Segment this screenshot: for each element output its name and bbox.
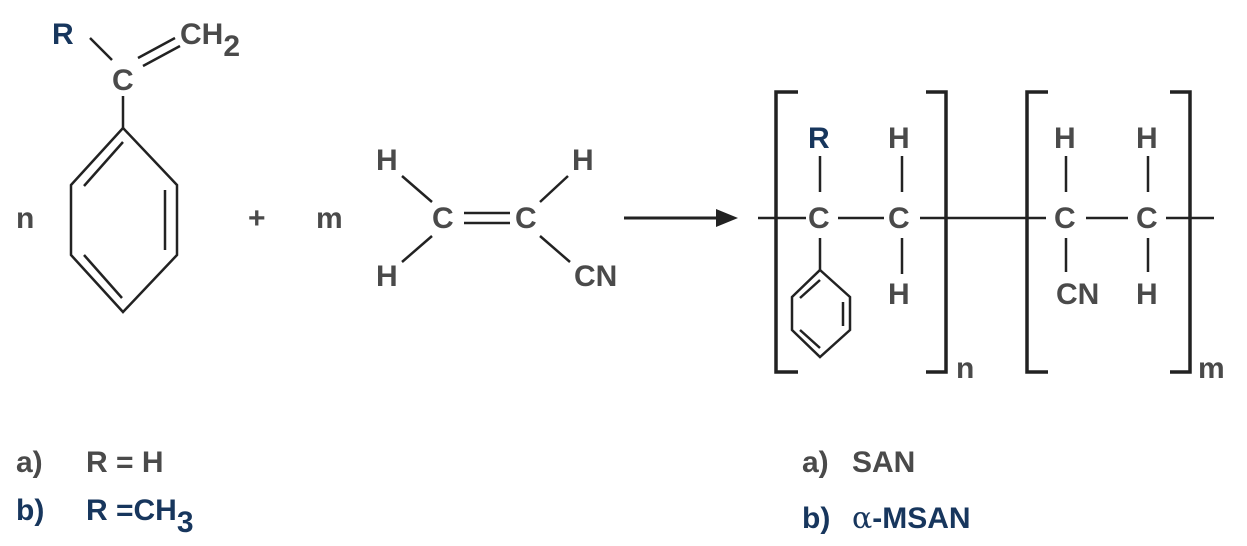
caption-right-b-text: α-MSAN — [852, 501, 971, 536]
m2-h-top-right: H — [572, 144, 594, 177]
m2-h-bottom-left: H — [376, 260, 398, 293]
p-bracket-2-left — [1025, 90, 1048, 374]
m1-coef-n: n — [16, 202, 34, 235]
m1-bond-r-c — [89, 37, 113, 61]
monomer-styrene: R CH2 C n — [16, 18, 240, 314]
m1-c-label: C — [112, 64, 134, 97]
captions-left: a) R = H b) R =CH3 — [16, 446, 194, 539]
m2-h-top-left: H — [376, 144, 398, 177]
p-h-bottom-3: H — [1136, 278, 1158, 311]
m2-coef-m: m — [316, 202, 343, 235]
m2-bond-c-h — [539, 175, 569, 203]
m1-ring-inner-1 — [83, 141, 124, 187]
m2-bond-h-c-top — [401, 175, 433, 203]
p-r-label: R — [808, 122, 830, 155]
p-c4-label: C — [1136, 202, 1158, 235]
p-h-top-2: H — [1054, 122, 1076, 155]
caption-left-b-label: b) — [16, 494, 44, 527]
p-ring-inner-3 — [799, 329, 821, 349]
caption-right-b-label: b) — [802, 502, 830, 535]
p-bracket-1-left — [774, 90, 798, 374]
p-cn-label: CN — [1056, 278, 1099, 311]
caption-right-a-text: SAN — [852, 446, 915, 479]
p-h-bottom-1: H — [888, 278, 910, 311]
p-c2-label: C — [888, 202, 910, 235]
m1-r-label: R — [52, 18, 74, 51]
caption-right-a-label: a) — [802, 446, 829, 479]
p-c3-label: C — [1054, 202, 1076, 235]
p-ring-inner-1 — [799, 279, 821, 299]
m2-bond-c-cn — [539, 235, 571, 263]
p-subscript-n: n — [956, 352, 974, 385]
m1-benzene-ring — [69, 126, 179, 314]
p-benzene-ring — [790, 268, 852, 359]
polymer-product: R C H C H n H C CN H C H m — [758, 90, 1225, 385]
m2-bond-h-c-bottom — [401, 235, 433, 263]
reaction-arrow — [624, 209, 738, 227]
m1-ch2-label: CH2 — [180, 18, 240, 63]
p-h-top-1: H — [888, 122, 910, 155]
m2-cn-label: CN — [574, 260, 617, 293]
caption-left-a-text: R = H — [86, 446, 164, 479]
m1-ring-inner-3 — [83, 254, 123, 299]
p-c1-label: C — [808, 202, 830, 235]
monomer-acrylonitrile: m H H C C H CN — [316, 144, 617, 293]
caption-left-b-text: R =CH3 — [86, 494, 194, 539]
p-h-top-3: H — [1136, 122, 1158, 155]
p-bracket-2-right — [1170, 90, 1192, 374]
p-bracket-1-right — [926, 90, 948, 374]
m1-bond-c-ch2-a — [137, 36, 176, 60]
caption-left-a-label: a) — [16, 446, 43, 479]
plus-sign: + — [248, 202, 266, 235]
m2-c-right: C — [515, 202, 537, 235]
m2-c-left: C — [432, 202, 454, 235]
m1-bond-c-ch2-b — [142, 44, 181, 68]
p-subscript-m: m — [1198, 352, 1225, 385]
captions-right: a) SAN b) α-MSAN — [802, 446, 971, 536]
